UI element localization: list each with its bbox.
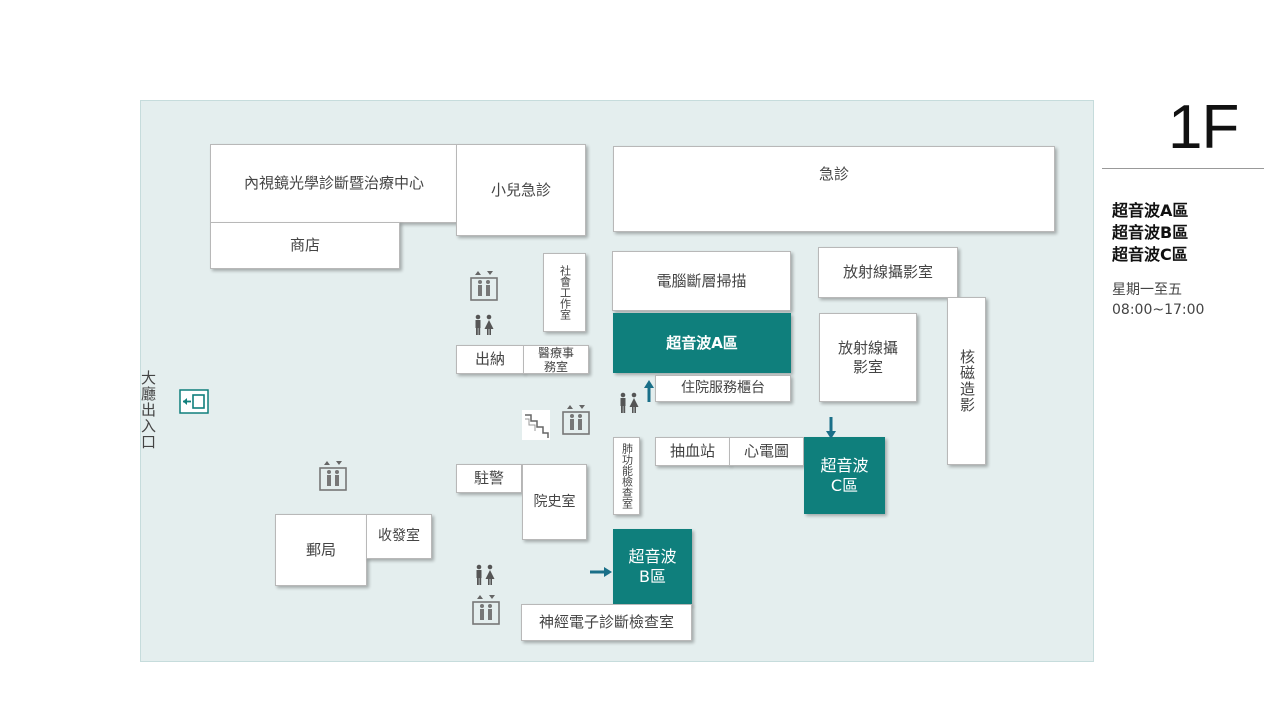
room-label: 郵局 bbox=[305, 540, 336, 559]
room-label: 急診 bbox=[818, 165, 849, 183]
room-label: 神經電子診斷檢查室 bbox=[538, 613, 674, 631]
room-emergency[interactable]: 急診 bbox=[613, 146, 1055, 232]
room-label: 收發室 bbox=[378, 528, 420, 544]
room-endoscopy[interactable]: 內視鏡光學診斷暨治療中心 bbox=[210, 144, 458, 223]
room-ultrasound-a[interactable]: 超音波A區 bbox=[613, 313, 791, 373]
room-label: 肺功能檢查室 bbox=[620, 443, 634, 509]
room-social-work[interactable]: 社會工作室 bbox=[543, 253, 586, 332]
room-label: 心電圖 bbox=[743, 442, 789, 460]
elevator-icon bbox=[319, 461, 347, 491]
restroom-icon bbox=[475, 314, 494, 335]
lobby-entrance-label: 大廳出入口 bbox=[139, 370, 157, 450]
room-ultrasound-c[interactable]: 超音波 C區 bbox=[804, 437, 885, 514]
room-blood-draw[interactable]: 抽血站 bbox=[655, 437, 730, 466]
room-xray-mid[interactable]: 放射線攝 影室 bbox=[819, 313, 917, 402]
room-mri[interactable]: 核磁造影 bbox=[947, 297, 986, 465]
floor-title: 1F bbox=[1168, 93, 1239, 162]
room-label: 住院服務櫃台 bbox=[681, 380, 765, 396]
room-label: 核磁造影 bbox=[958, 349, 976, 413]
room-neuro-diagnostics[interactable]: 神經電子診斷檢查室 bbox=[521, 604, 692, 641]
room-mail-room[interactable]: 收發室 bbox=[366, 514, 432, 559]
stairs-icon bbox=[522, 410, 550, 440]
legend-area-a: 超音波A區 bbox=[1112, 201, 1189, 220]
room-post-office[interactable]: 郵局 bbox=[275, 514, 367, 586]
room-ct[interactable]: 電腦斷層掃描 bbox=[612, 251, 791, 311]
legend-time: 08:00~17:00 bbox=[1112, 302, 1205, 318]
legend-hours: 星期一至五 08:00~17:00 bbox=[1112, 280, 1204, 320]
exit-icon bbox=[179, 389, 209, 414]
room-ecg[interactable]: 心電圖 bbox=[729, 437, 804, 466]
room-label: 電腦斷層掃描 bbox=[656, 271, 747, 290]
restroom-icon bbox=[620, 392, 639, 413]
arrow-icon bbox=[826, 417, 836, 439]
room-label: 社會工作室 bbox=[558, 265, 572, 320]
room-label: 院史室 bbox=[533, 493, 576, 510]
room-shop[interactable]: 商店 bbox=[210, 222, 400, 269]
restroom-icon bbox=[476, 564, 495, 585]
room-label: 商店 bbox=[289, 236, 320, 254]
room-police[interactable]: 駐警 bbox=[456, 464, 522, 493]
room-ultrasound-b[interactable]: 超音波 B區 bbox=[613, 529, 692, 605]
divider bbox=[1102, 168, 1264, 169]
room-medical-affairs[interactable]: 醫療事 務室 bbox=[523, 345, 589, 374]
room-pediatric-er[interactable]: 小兒急診 bbox=[456, 144, 586, 236]
arrow-icon bbox=[644, 380, 654, 402]
room-label: 醫療事 務室 bbox=[537, 345, 574, 374]
room-cashier[interactable]: 出納 bbox=[456, 345, 524, 374]
room-xray-top[interactable]: 放射線攝影室 bbox=[818, 247, 958, 298]
room-label: 超音波 C區 bbox=[820, 455, 869, 495]
room-label: 抽血站 bbox=[669, 442, 715, 460]
room-history[interactable]: 院史室 bbox=[522, 464, 587, 540]
legend: 超音波A區 超音波B區 超音波C區 星期一至五 08:00~17:00 bbox=[1112, 200, 1204, 320]
room-label: 放射線攝影室 bbox=[842, 263, 933, 281]
room-label: 超音波A區 bbox=[666, 333, 738, 352]
room-label: 駐警 bbox=[473, 469, 504, 487]
room-label: 小兒急診 bbox=[490, 180, 551, 199]
arrow-icon bbox=[590, 567, 612, 577]
room-pulmonary[interactable]: 肺功能檢查室 bbox=[613, 437, 640, 515]
elevator-icon bbox=[562, 405, 590, 435]
legend-area-b: 超音波B區 bbox=[1112, 223, 1189, 242]
legend-area-c: 超音波C區 bbox=[1112, 245, 1188, 264]
elevator-icon bbox=[470, 271, 498, 301]
room-admission[interactable]: 住院服務櫃台 bbox=[655, 375, 791, 402]
room-label: 出納 bbox=[474, 350, 505, 368]
legend-days: 星期一至五 bbox=[1112, 282, 1182, 298]
room-label: 超音波 B區 bbox=[628, 547, 677, 586]
room-label: 內視鏡光學診斷暨治療中心 bbox=[243, 174, 424, 192]
elevator-icon bbox=[472, 595, 500, 625]
room-label: 放射線攝 影室 bbox=[837, 338, 898, 376]
